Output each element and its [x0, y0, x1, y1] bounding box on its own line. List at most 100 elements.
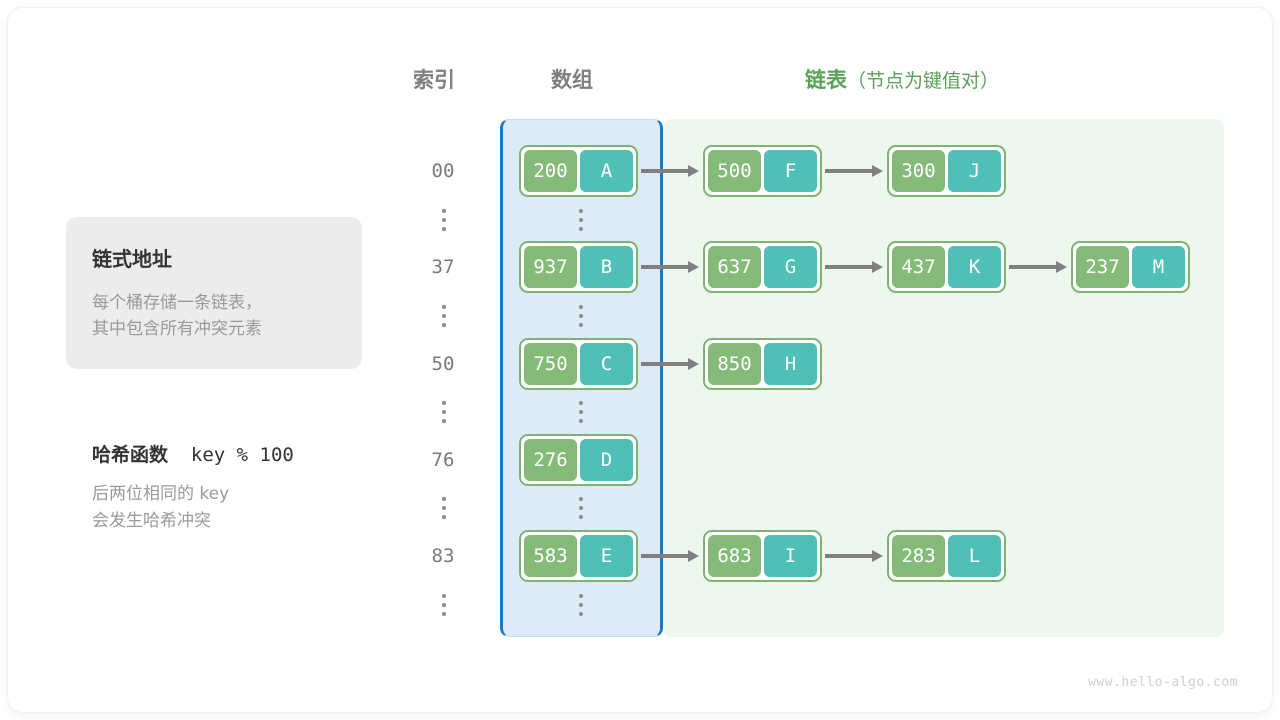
- array-column-ellipsis: [579, 594, 583, 616]
- ellipsis-dot: [442, 227, 446, 231]
- node-key: 500: [708, 150, 761, 192]
- node-value: F: [764, 150, 817, 192]
- ellipsis-dot: [579, 497, 583, 501]
- ellipsis-dot: [442, 323, 446, 327]
- bucket-index-label: 76: [431, 449, 455, 471]
- node-value: J: [948, 150, 1001, 192]
- node-value: E: [580, 535, 633, 577]
- ellipsis-dot: [579, 603, 583, 607]
- index-column-ellipsis: [442, 305, 446, 327]
- ellipsis-dot: [579, 506, 583, 510]
- hash-function-label: 哈希函数: [92, 444, 169, 466]
- column-header-linkedlist-sub: （节点为键值对）: [847, 70, 1000, 92]
- node-value: H: [764, 343, 817, 385]
- node-value: I: [764, 535, 817, 577]
- ellipsis-dot: [442, 410, 446, 414]
- node-key: 850: [708, 343, 761, 385]
- hash-function-line-1: 后两位相同的 key: [92, 484, 230, 504]
- site-watermark: www.hello-algo.com: [1088, 675, 1238, 690]
- ellipsis-dot: [442, 497, 446, 501]
- bucket-index-label: 83: [431, 545, 455, 567]
- node-value: K: [948, 246, 1001, 288]
- hash-function-body: 后两位相同的 key 会发生哈希冲突: [92, 481, 392, 535]
- ellipsis-dot: [579, 305, 583, 309]
- ellipsis-dot: [579, 612, 583, 616]
- index-column-ellipsis: [442, 401, 446, 423]
- array-column-ellipsis: [579, 305, 583, 327]
- array-column-ellipsis: [579, 401, 583, 423]
- bucket-index-label: 37: [431, 256, 455, 278]
- node-key: 750: [524, 343, 577, 385]
- column-header-linkedlist-main: 链表: [805, 68, 847, 92]
- ellipsis-dot: [579, 323, 583, 327]
- ellipsis-dot: [579, 227, 583, 231]
- bucket-index-label: 00: [431, 160, 455, 182]
- node-key: 637: [708, 246, 761, 288]
- hash-function-note: 哈希函数 key % 100 后两位相同的 key 会发生哈希冲突: [92, 440, 392, 535]
- ellipsis-dot: [579, 419, 583, 423]
- ellipsis-dot: [442, 612, 446, 616]
- ellipsis-dot: [442, 594, 446, 598]
- index-column-ellipsis: [442, 497, 446, 519]
- ellipsis-dot: [579, 594, 583, 598]
- ellipsis-dot: [442, 209, 446, 213]
- column-header-index: 索引: [413, 68, 455, 92]
- ellipsis-dot: [579, 209, 583, 213]
- ellipsis-dot: [442, 419, 446, 423]
- ellipsis-dot: [442, 401, 446, 405]
- node-value: C: [580, 343, 633, 385]
- info-panel-line-2: 其中包含所有冲突元素: [92, 319, 262, 340]
- ellipsis-dot: [442, 305, 446, 309]
- node-key: 276: [524, 439, 577, 481]
- info-panel-title: 链式地址: [92, 247, 172, 271]
- info-panel-body: 每个桶存储一条链表， 其中包含所有冲突元素: [92, 290, 362, 343]
- index-column-ellipsis: [442, 594, 446, 616]
- node-key: 437: [892, 246, 945, 288]
- hash-function-code: key % 100: [190, 444, 294, 466]
- ellipsis-dot: [442, 603, 446, 607]
- ellipsis-dot: [579, 515, 583, 519]
- node-value: B: [580, 246, 633, 288]
- ellipsis-dot: [579, 401, 583, 405]
- ellipsis-dot: [442, 506, 446, 510]
- bucket-index-label: 50: [431, 353, 455, 375]
- index-column-ellipsis: [442, 209, 446, 231]
- hash-function-line-2: 会发生哈希冲突: [92, 511, 211, 532]
- ellipsis-dot: [442, 314, 446, 318]
- node-value: G: [764, 246, 817, 288]
- node-key: 300: [892, 150, 945, 192]
- hash-function-expression: key % 100: [168, 444, 294, 466]
- node-value: D: [580, 439, 633, 481]
- node-value: M: [1132, 246, 1185, 288]
- ellipsis-dot: [579, 218, 583, 222]
- node-key: 683: [708, 535, 761, 577]
- info-panel-line-1: 每个桶存储一条链表，: [92, 293, 262, 313]
- node-value: A: [580, 150, 633, 192]
- hash-function-title: 哈希函数 key % 100: [92, 440, 392, 467]
- ellipsis-dot: [579, 314, 583, 318]
- info-panel-chaining: 链式地址 每个桶存储一条链表， 其中包含所有冲突元素: [66, 217, 362, 369]
- node-key: 283: [892, 535, 945, 577]
- column-header-linkedlist: 链表（节点为键值对）: [805, 64, 999, 94]
- column-header-array: 数组: [551, 68, 593, 92]
- array-column-ellipsis: [579, 497, 583, 519]
- node-key: 237: [1076, 246, 1129, 288]
- node-key: 937: [524, 246, 577, 288]
- ellipsis-dot: [579, 410, 583, 414]
- array-column-ellipsis: [579, 209, 583, 231]
- ellipsis-dot: [442, 515, 446, 519]
- node-key: 583: [524, 535, 577, 577]
